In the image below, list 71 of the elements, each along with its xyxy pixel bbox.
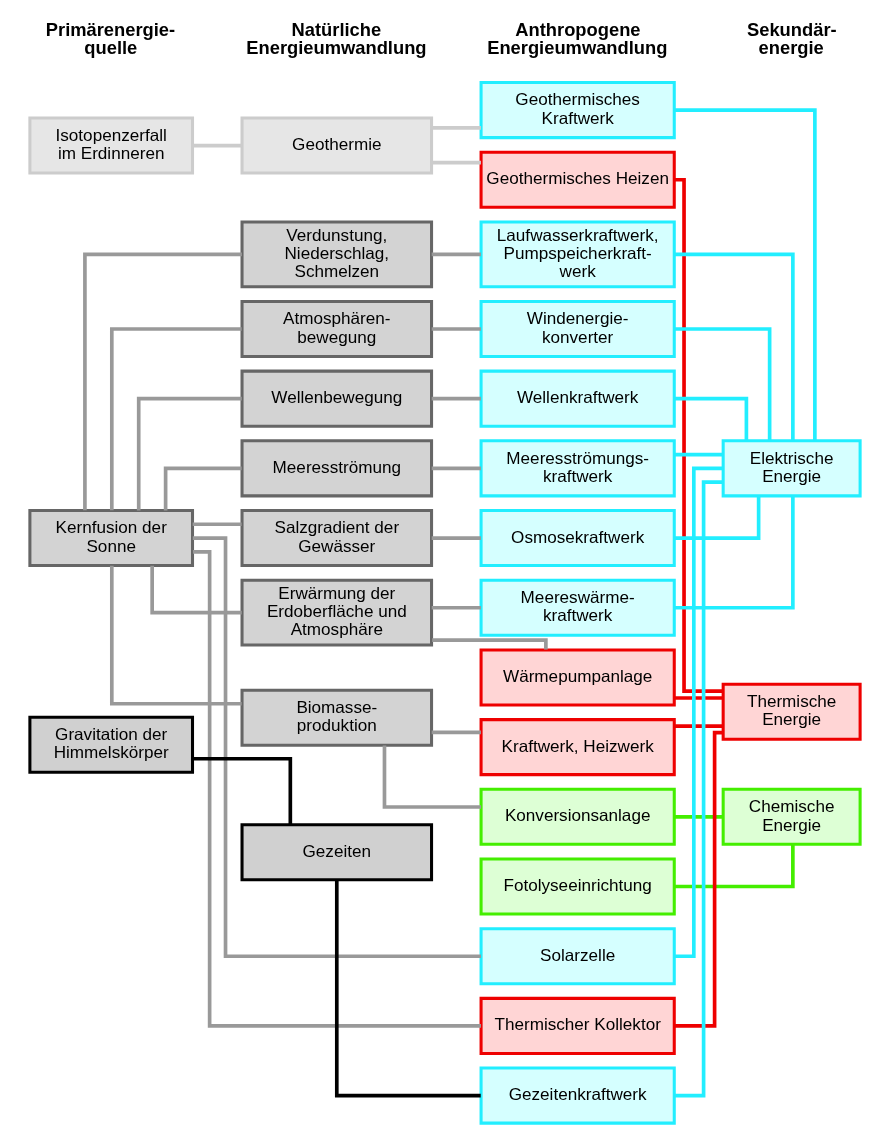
connector (674, 452, 723, 457)
connector (674, 480, 724, 1098)
node-box: Wärmepumpanlage (479, 648, 676, 707)
connector (431, 605, 481, 610)
node-box: Meeresströmung (240, 439, 434, 498)
connector (674, 108, 817, 441)
node-box: Thermische Energie (721, 682, 862, 741)
node-box: Wellenkraftwerk (479, 369, 676, 428)
node-box: Kraftwerk, Heizwerk (479, 718, 676, 777)
node-box: Windenergie- konverter (479, 299, 676, 358)
label: Sekundär- energie (747, 18, 837, 58)
connector (192, 549, 481, 1028)
connector (192, 143, 242, 148)
label: Natürliche Energieumwandlung (246, 18, 427, 58)
connector (163, 466, 242, 511)
connector (674, 815, 723, 819)
connector (431, 730, 481, 735)
connector (431, 536, 481, 540)
node-box: Geothermisches Kraftwerk (479, 81, 676, 140)
node-box: Biomasse- produktion (240, 688, 434, 747)
node-box: Verdunstung, Niederschlag, Schmelzen (240, 220, 434, 289)
connector (431, 160, 481, 165)
node-box: Geothermisches Heizen (479, 150, 676, 209)
connector (83, 252, 242, 511)
connector (674, 696, 723, 700)
node-box: Erwärmung der Erdoberfläche und Atmosphäre (240, 578, 434, 647)
node-box: Isotopenzerfall im Erdinneren (28, 116, 195, 175)
node-box: Osmosekraftwerk (479, 509, 676, 568)
connector (674, 396, 749, 441)
node-box: Gezeiten (240, 823, 434, 882)
connector (431, 252, 481, 257)
node-box: Salzgradient der Gewässer (240, 509, 434, 568)
connector (431, 327, 481, 331)
connector (431, 396, 481, 401)
connector (674, 844, 795, 889)
connector (674, 495, 761, 540)
node-box: Wellenbewegung (240, 369, 434, 428)
node-box: Solarzelle (479, 927, 676, 986)
node-box: Atmosphären- bewegung (240, 299, 434, 358)
connector (431, 126, 481, 130)
node-box: Thermischer Kollektor (479, 996, 676, 1055)
node-box: Konversionsanlage (479, 787, 676, 846)
connector (192, 522, 242, 527)
node-box: Laufwasserkraftwerk, Pumpspeicherkraft- werk (479, 220, 676, 289)
connector (334, 880, 481, 1098)
node-box: Gezeitenkraftwerk (479, 1066, 676, 1125)
connector (192, 536, 481, 959)
connector (431, 466, 481, 471)
node-box: Meereswärme- kraftwerk (479, 578, 676, 637)
node-box: Kernfusion der Sonne (28, 509, 195, 568)
node-box: Meeresströmungs- kraftwerk (479, 439, 676, 498)
node-box: Fotolyseeinrichtung (479, 857, 676, 916)
label: Primärenergie- quelle (45, 18, 176, 58)
connector (674, 724, 723, 728)
connector (192, 756, 293, 825)
connector (382, 745, 482, 809)
connector (150, 565, 242, 615)
node-box: Chemische Energie (721, 787, 862, 846)
connector (109, 327, 242, 511)
connector (136, 396, 242, 511)
label: Anthropogene Energieumwandlung (487, 18, 668, 58)
connector (674, 495, 795, 610)
connector (109, 565, 242, 706)
connector (674, 730, 723, 1028)
node-box: Gravitation der Himmelskörper (28, 715, 195, 774)
connector (432, 638, 548, 650)
connector (674, 177, 723, 693)
connector (674, 252, 795, 441)
node-box: Geothermie (240, 116, 434, 175)
connector (674, 327, 772, 441)
node-box: Elektrische Energie (721, 439, 862, 498)
